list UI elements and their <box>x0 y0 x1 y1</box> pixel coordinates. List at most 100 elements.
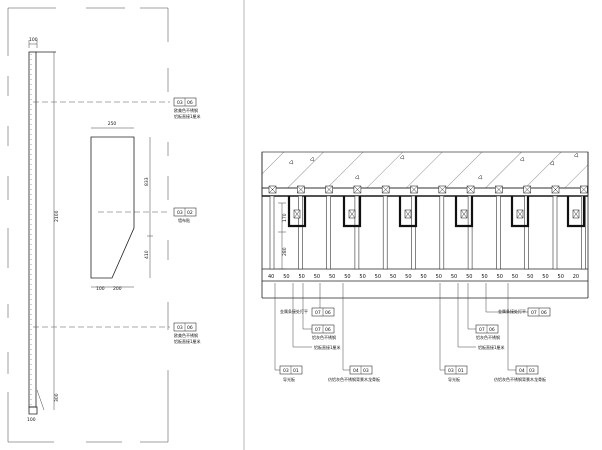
note-b1: 铝灰色不锈钢 <box>312 334 336 340</box>
spacing-label: 50 <box>405 274 411 280</box>
spacing-label: 50 <box>451 274 457 280</box>
insert-cross <box>572 209 580 219</box>
note-group-right: 07 06 金属条接处打平 07 06 铝灰色不锈钢 铝板直接1厘米 03 01… <box>444 307 551 382</box>
spacing-label: 50 <box>420 274 426 280</box>
spacing-label: 50 <box>298 274 304 280</box>
vertical-slat <box>297 195 303 270</box>
callout-middle-code-2: 02 <box>187 210 193 216</box>
callout-upper: 03 06 欧美色不锈钢 铝板直接1厘米 <box>173 97 201 119</box>
insert-cross <box>516 209 524 219</box>
callout-lower: 03 06 欧美色不锈钢 铝板直接1厘米 <box>173 322 201 344</box>
section-drawing <box>261 151 589 299</box>
vertical-slat <box>524 195 530 270</box>
vertical-slat <box>467 195 473 270</box>
hanger-cross <box>438 185 446 194</box>
section-elements <box>268 185 588 270</box>
dim-panel-bottom-left: 100 <box>96 286 105 292</box>
dim-top-width: 100 <box>29 37 38 43</box>
hanger-cross <box>382 185 390 194</box>
hanger-cross <box>466 185 475 194</box>
spacing-label: 50 <box>481 274 487 280</box>
concrete-slab <box>261 151 589 189</box>
spacing-label: 20 <box>573 274 579 280</box>
note-d1-code-1: 03 <box>283 368 289 374</box>
hanger-cross <box>551 185 560 194</box>
tall-profile <box>28 40 56 415</box>
spacing-label: 50 <box>359 274 365 280</box>
note-a2-code-2: 06 <box>541 310 547 316</box>
note-e1-code-1: 04 <box>353 368 359 374</box>
callout-lower-line1: 欧美色不锈钢 <box>174 332 198 338</box>
vertical-slat <box>269 195 275 270</box>
note-a2-code-1: 07 <box>531 310 537 316</box>
channel-profile <box>398 196 418 228</box>
dim-side-lower: 280 <box>282 247 288 256</box>
spacing-label: 50 <box>314 274 320 280</box>
channel-profile <box>342 196 362 228</box>
note-e2: 仿铝灰色不锈钢背景木龙骨板 <box>494 376 546 382</box>
hanger-cross <box>580 185 588 194</box>
hanger-cross <box>523 185 531 194</box>
callout-middle-code-1: 03 <box>177 210 183 216</box>
callout-middle-line1: 墙布贴 <box>178 217 190 223</box>
note-a2: 金属条接处打平 <box>498 308 526 314</box>
hanger-cross <box>410 185 418 194</box>
channel-profile <box>287 196 307 228</box>
hanger-cross <box>325 185 333 194</box>
vertical-slat <box>496 195 501 270</box>
hanger-cross <box>353 185 362 194</box>
note-e2-code-1: 04 <box>519 368 525 374</box>
callout-lower-code-1: 03 <box>177 325 183 331</box>
spacing-label: 50 <box>375 274 381 280</box>
note-b1-code-1: 07 <box>315 327 321 333</box>
channel-profile <box>454 196 474 228</box>
insert-cross <box>348 209 356 219</box>
note-e1: 仿铝灰色不锈钢背景木龙骨板 <box>328 376 380 382</box>
note-e2-code-2: 03 <box>529 368 535 374</box>
channel-profile <box>566 196 586 228</box>
hanger-cross <box>495 185 503 194</box>
dim-total-height: 2100 <box>54 210 60 222</box>
spacing-label: 50 <box>344 274 350 280</box>
spacing-label: 50 <box>497 274 503 280</box>
insert-cross <box>293 209 301 219</box>
insert-cross <box>404 209 412 219</box>
dim-panel-right-upper: 833 <box>144 177 150 186</box>
callout-upper-code-2: 06 <box>187 100 193 106</box>
spacing-label: 50 <box>512 274 518 280</box>
callout-lower-code-2: 06 <box>187 325 193 331</box>
vertical-slat <box>552 195 558 270</box>
spacing-label: 50 <box>466 274 472 280</box>
callout-lower-line2: 铝板直接1厘米 <box>174 338 201 344</box>
dim-panel-bottom-mid: 200 <box>113 286 122 292</box>
note-c1: 铝板直接1厘米 <box>314 344 341 350</box>
dim-panel-top: 250 <box>108 121 117 127</box>
note-d2-code-2: 01 <box>458 368 464 374</box>
vertical-slat <box>439 195 445 270</box>
vertical-slat <box>354 195 360 270</box>
panel-outline <box>90 127 153 288</box>
note-d1: 导光板 <box>283 376 295 382</box>
dim-side-upper: 170 <box>282 213 288 222</box>
spacing-label: 50 <box>558 274 564 280</box>
spacing-label: 50 <box>527 274 533 280</box>
note-b2-code-2: 06 <box>489 327 495 333</box>
hanger-cross <box>297 185 305 194</box>
note-d2: 导光板 <box>448 376 460 382</box>
note-b2: 铝灰色不锈钢 <box>476 334 500 340</box>
note-b2-code-1: 07 <box>479 327 485 333</box>
spacing-label: 50 <box>390 274 396 280</box>
callout-upper-line1: 欧美色不锈钢 <box>174 107 198 113</box>
vertical-slat <box>411 195 416 270</box>
note-a1-code-2: 06 <box>325 310 331 316</box>
note-e1-code-2: 03 <box>363 368 369 374</box>
note-a1: 金属条接处打平 <box>280 308 308 314</box>
callout-upper-code-1: 03 <box>177 100 183 106</box>
callout-upper-line2: 铝板直接1厘米 <box>174 113 201 119</box>
dim-bottom-height: 300 <box>54 393 60 402</box>
frame-marks <box>7 7 169 443</box>
dim-panel-right-lower: 410 <box>144 250 150 259</box>
spacing-label: 50 <box>436 274 442 280</box>
note-b1-code-2: 06 <box>325 327 331 333</box>
